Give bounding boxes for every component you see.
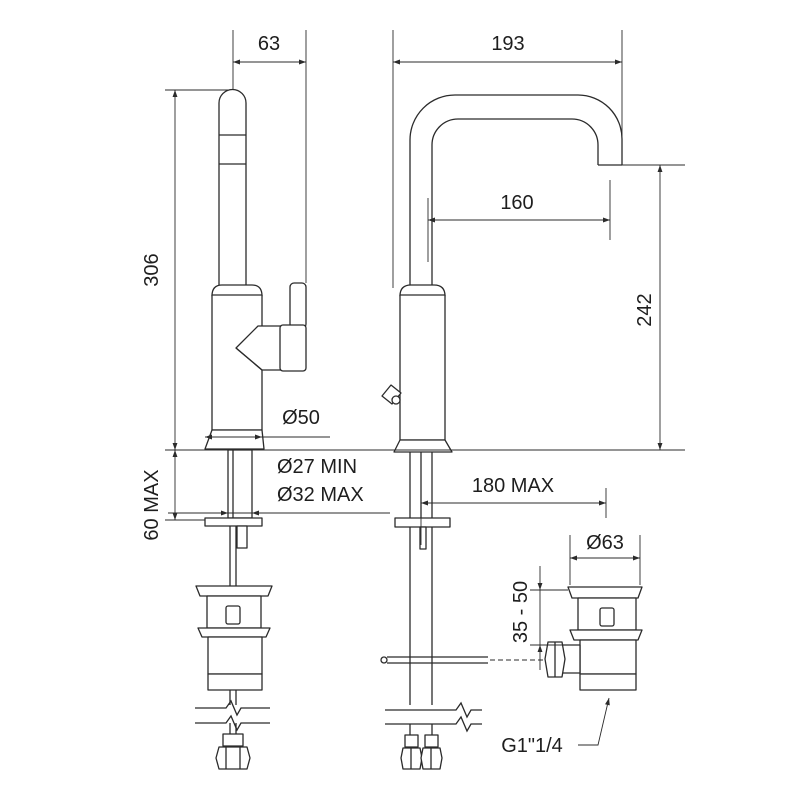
spout-inner — [431, 118, 599, 286]
hose-fitting — [222, 733, 244, 747]
spout-outer — [409, 94, 623, 288]
drain-lower-body — [207, 636, 263, 675]
drain-top-flange — [195, 585, 273, 597]
body — [399, 294, 446, 441]
base — [393, 439, 453, 453]
drain-slot — [225, 605, 241, 625]
label-drain-thread: G1"1/4 — [501, 735, 563, 757]
break-line-lower — [385, 715, 482, 733]
hose-nut — [215, 746, 251, 770]
break-line-upper — [385, 701, 482, 719]
drain-thread — [207, 673, 263, 691]
washer — [394, 517, 451, 528]
threaded-rod — [227, 449, 253, 519]
side-view — [195, 88, 307, 770]
body-cap — [211, 284, 263, 297]
hose-nut-left — [400, 734, 423, 770]
drain-lower-body — [579, 639, 637, 675]
drain-mid-flange — [569, 629, 643, 641]
drain-top-flange — [567, 586, 643, 599]
label-drain-diameter: Ø63 — [586, 532, 624, 554]
label-drain-offset: 180 MAX — [472, 475, 554, 497]
handle-cylinder — [279, 324, 307, 372]
label-spout-reach: 160 — [500, 192, 533, 214]
label-deck-thickness: 60 MAX — [141, 469, 163, 540]
stud — [419, 526, 427, 550]
front-view — [380, 94, 643, 770]
dimension-labels: 63 193 306 160 242 Ø50 Ø27 MIN Ø32 MAX 6… — [141, 33, 656, 757]
label-hole-min: Ø27 MIN — [277, 456, 357, 478]
handle-connector-edge — [235, 347, 263, 371]
base — [204, 429, 265, 450]
drain-thread — [579, 673, 637, 691]
hose-nut-right — [420, 734, 443, 770]
label-spout-height: 242 — [634, 293, 656, 326]
side-button — [381, 384, 402, 405]
pipe-end — [380, 656, 388, 664]
lever — [289, 282, 307, 329]
label-drain-height: 35 - 50 — [510, 581, 532, 643]
break-line-upper — [195, 699, 270, 717]
label-spout-depth: 63 — [258, 33, 280, 55]
dimension-lines — [165, 30, 685, 746]
label-hole-max: Ø32 MAX — [277, 484, 364, 506]
label-base-diameter: Ø50 — [282, 407, 320, 429]
thread-leader — [578, 697, 610, 746]
drain-slot — [599, 607, 615, 627]
break-line-lower — [195, 714, 270, 732]
washer — [204, 517, 263, 527]
stud — [236, 525, 248, 549]
body-cap — [399, 284, 446, 297]
label-total-height: 306 — [141, 253, 163, 286]
spout-tube — [218, 88, 247, 288]
label-overall-reach: 193 — [491, 33, 524, 55]
drain-mid-flange — [197, 627, 271, 638]
